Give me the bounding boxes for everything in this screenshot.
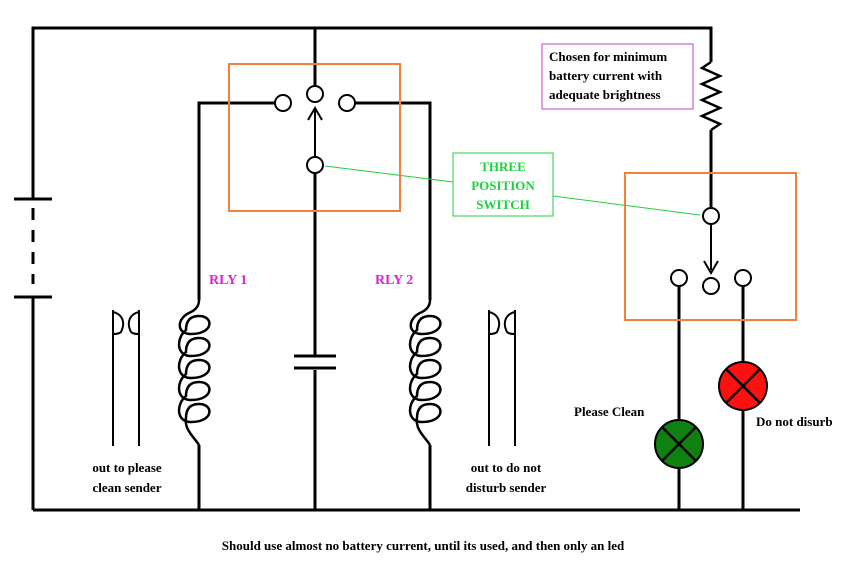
rly1-contact-right-cup bbox=[127, 311, 140, 335]
rly2-label: RLY 2 bbox=[375, 273, 413, 288]
out-clean-line2: clean sender bbox=[93, 480, 162, 495]
switch1-left-to-rly1-wire bbox=[197, 101, 275, 300]
callout-line-switch2 bbox=[552, 195, 701, 216]
footer-note: Should use almost no battery current, un… bbox=[222, 538, 625, 553]
three-position-switch-1 bbox=[228, 63, 401, 212]
green-lamp-cross-b bbox=[661, 426, 697, 462]
resistor-note-line1: Chosen for minimum bbox=[549, 49, 667, 64]
rly1-label: RLY 1 bbox=[209, 273, 247, 288]
resistor-note-line2: battery current with bbox=[549, 68, 663, 83]
out-clean-line1: out to please bbox=[92, 460, 162, 475]
callout-line-switch1 bbox=[324, 165, 454, 183]
rly1-coil-winding bbox=[177, 299, 211, 446]
do-not-disturb-label: Do not disurb bbox=[756, 414, 833, 429]
switch1-contact-center bbox=[306, 85, 324, 103]
relay-2-coil bbox=[408, 299, 442, 446]
switch-callout-lines bbox=[324, 165, 701, 216]
resistor-symbol bbox=[698, 60, 724, 132]
resistor-note-box bbox=[541, 43, 694, 110]
relay-2-contacts bbox=[488, 310, 516, 446]
switch1-contact-right bbox=[338, 94, 356, 112]
switch2-common bbox=[702, 207, 720, 225]
switch1-arrow-head bbox=[307, 106, 323, 121]
resistor-note-line3: adequate brightness bbox=[549, 87, 661, 102]
switch1-contact-left bbox=[274, 94, 292, 112]
switch2-contact-center bbox=[702, 277, 720, 295]
rly2-coil-winding bbox=[408, 299, 442, 446]
switch1-box bbox=[228, 63, 401, 212]
switch-label-line2: POSITION bbox=[471, 178, 535, 193]
wiring bbox=[31, 26, 800, 512]
rly1-contact-left-cup bbox=[112, 311, 125, 335]
capacitor bbox=[294, 354, 336, 370]
green-lamp bbox=[654, 419, 704, 469]
out-dnd-line2: disturb sender bbox=[466, 480, 547, 495]
red-lamp-cross-b bbox=[725, 368, 761, 404]
top-rail-wire bbox=[31, 26, 713, 195]
switch-label-box bbox=[452, 152, 554, 217]
relay-1-coil bbox=[177, 299, 211, 446]
switch2-contact-left bbox=[670, 269, 688, 287]
text-labels: RLY 1 RLY 2 THREE POSITION SWITCH Chosen… bbox=[92, 49, 832, 553]
switch1-right-to-rly2-wire bbox=[355, 101, 432, 300]
switch-label-line3: SWITCH bbox=[476, 197, 529, 212]
switch2-box bbox=[624, 172, 797, 321]
three-position-switch-2 bbox=[624, 172, 797, 321]
please-clean-label: Please Clean bbox=[574, 404, 645, 419]
switch2-contact-right bbox=[734, 269, 752, 287]
battery bbox=[14, 195, 52, 302]
rly2-contact-right-cup bbox=[503, 311, 516, 335]
red-lamp bbox=[718, 361, 768, 411]
switch1-common bbox=[306, 156, 324, 174]
out-dnd-line1: out to do not bbox=[471, 460, 542, 475]
relay-1-contacts bbox=[112, 310, 140, 446]
switch-label-line1: THREE bbox=[480, 159, 526, 174]
switch2-arrow-head bbox=[703, 260, 719, 275]
rly2-contact-left-cup bbox=[488, 311, 501, 335]
